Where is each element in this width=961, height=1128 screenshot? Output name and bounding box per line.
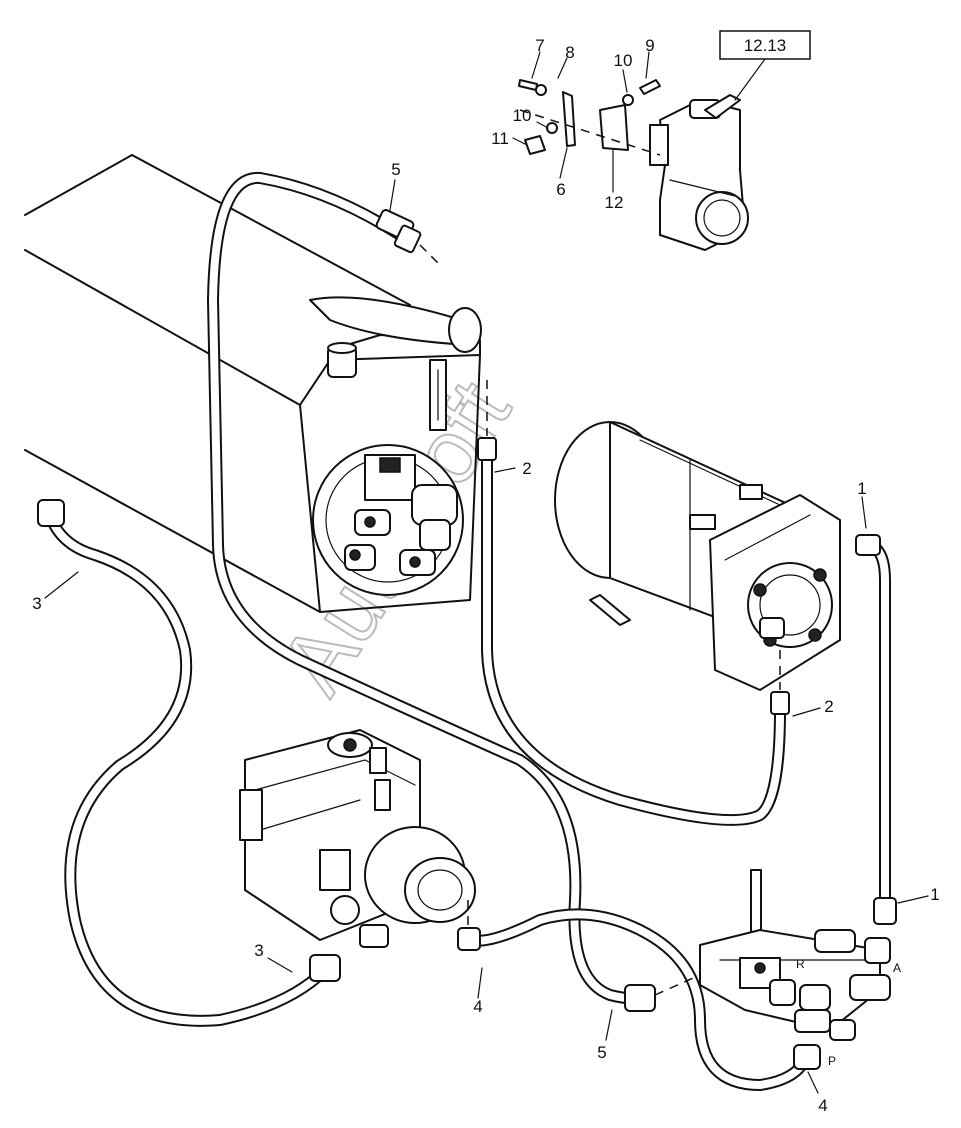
reference-label: 12.13 [744, 36, 787, 55]
callout-9: 9 [645, 36, 654, 55]
callout-5-top: 5 [391, 160, 400, 179]
hose-4 [457, 900, 821, 1091]
callout-4-left: 4 [473, 997, 482, 1016]
control-valve [699, 869, 891, 1041]
tank-valve-block [312, 444, 464, 596]
callout-10-lower: 10 [513, 106, 532, 125]
electric-motor-pump [554, 421, 841, 691]
callout-3-bottom: 3 [254, 941, 263, 960]
callout-7: 7 [535, 36, 544, 55]
callout-8: 8 [565, 43, 574, 62]
callout-1-upper: 1 [857, 479, 866, 498]
callout-3-left: 3 [32, 594, 41, 613]
callout-2-upper: 2 [522, 459, 531, 478]
reference-box: 12.13 [719, 30, 811, 101]
hose-5-lower-fitting [624, 974, 701, 1012]
hydraulic-pump [239, 729, 476, 948]
hose-2 [477, 380, 790, 826]
compressor-bracket-parts [518, 79, 661, 156]
hydraulic-tank [24, 154, 482, 613]
leader-lines [44, 51, 929, 1094]
callout-6: 6 [556, 180, 565, 199]
callout-2-lower: 2 [824, 697, 833, 716]
port-r: R [796, 957, 805, 971]
hose-1 [855, 534, 897, 925]
callout-12: 12 [605, 193, 624, 212]
callout-4-right: 4 [818, 1096, 827, 1115]
callout-10-upper: 10 [614, 51, 633, 70]
hose-3 [37, 499, 341, 1027]
air-compressor [649, 94, 749, 251]
callout-11: 11 [491, 129, 509, 148]
port-a: A [893, 961, 901, 975]
port-p: P [828, 1054, 836, 1068]
callout-1-lower: 1 [930, 885, 939, 904]
hose-5-upper [207, 172, 646, 1005]
callouts: 7 8 10 9 10 11 6 12 5 2 1 3 2 1 3 4 5 4 [32, 36, 939, 1115]
callout-5-bottom: 5 [597, 1043, 606, 1062]
port-labels: R A P [796, 957, 901, 1068]
